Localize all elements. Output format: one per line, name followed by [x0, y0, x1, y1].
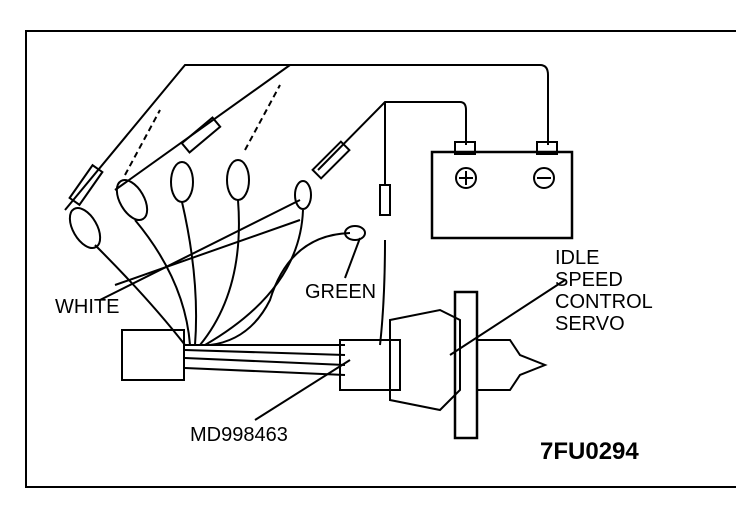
white-wire-label: WHITE	[55, 296, 120, 318]
servo-label-line: IDLE	[555, 247, 600, 269]
diagram-frame	[25, 30, 736, 488]
wire-harness	[94, 199, 386, 376]
tool-leader	[254, 359, 351, 421]
servo-label-line: SPEED	[555, 269, 623, 291]
servo-label-line: SERVO	[555, 313, 625, 335]
white-leader	[114, 219, 301, 286]
green-wire-label: GREEN	[305, 281, 377, 303]
servo-label: IDLE SPEED CONTROL SERVO	[555, 247, 653, 335]
negative-lead	[64, 64, 549, 211]
battery	[430, 150, 574, 240]
green-leader	[344, 237, 361, 279]
test-clips	[68, 84, 391, 249]
servo-label-line: CONTROL	[555, 291, 653, 313]
lead-2	[114, 64, 291, 191]
servo-leader	[449, 279, 566, 356]
positive-lead	[317, 101, 467, 171]
tool-number-label: MD998463	[190, 424, 288, 446]
idle-speed-control-servo	[339, 290, 548, 440]
figure-code: 7FU0294	[540, 438, 639, 465]
connector	[121, 329, 185, 381]
